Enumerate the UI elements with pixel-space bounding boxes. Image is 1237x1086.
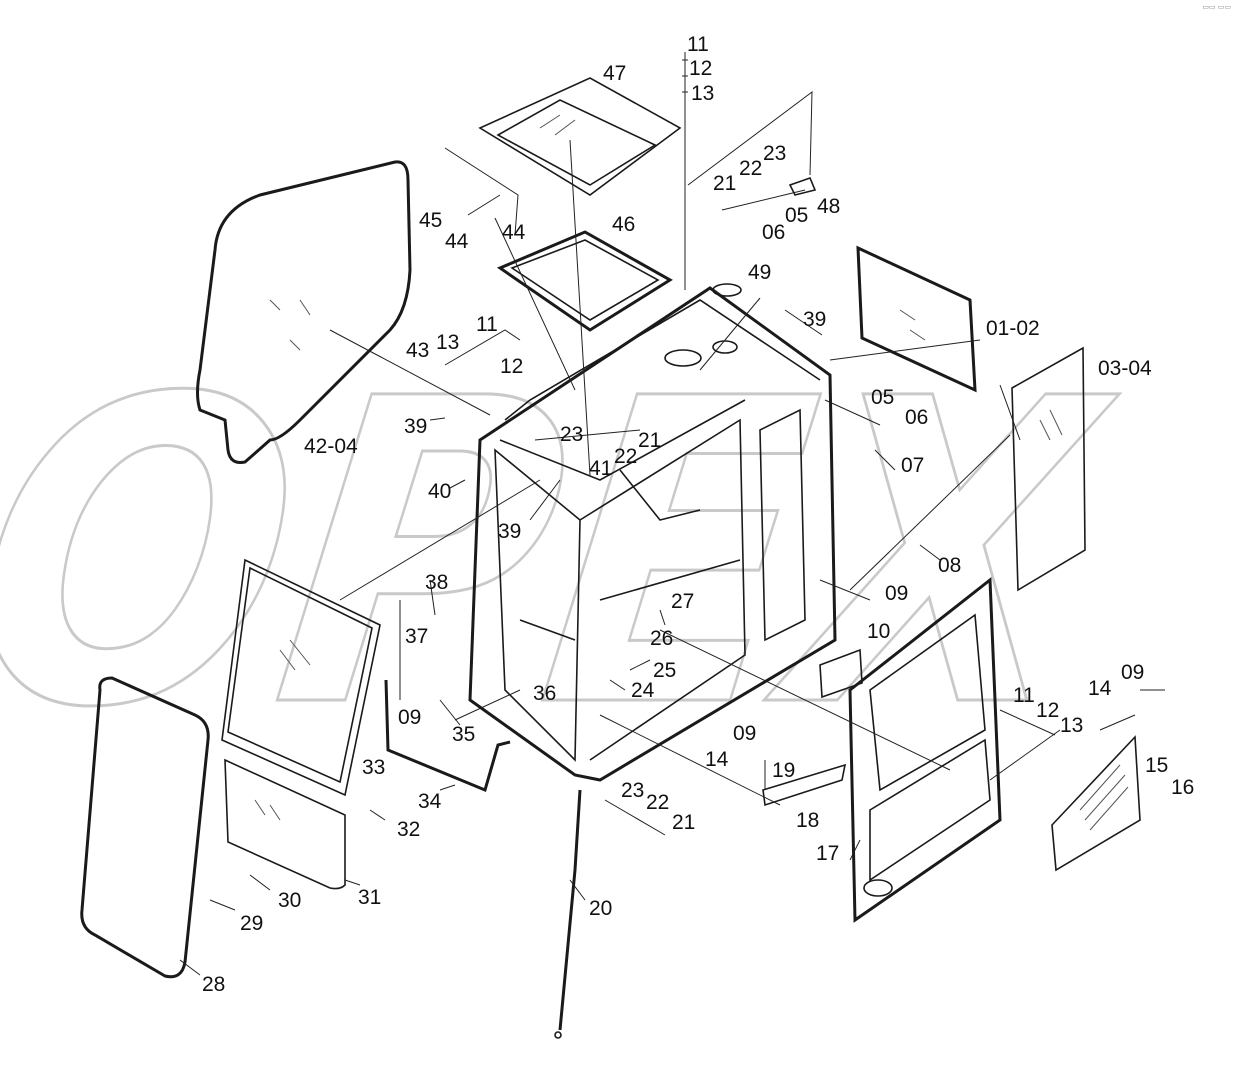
callout-label: 13	[691, 82, 714, 105]
part-rod-20	[554, 789, 582, 1039]
callout-label: 10	[867, 620, 890, 643]
callout-label: 22	[739, 157, 762, 180]
callout-label: 39	[404, 415, 427, 438]
corner-mark: ▭▭ ▭▭	[1202, 3, 1231, 11]
part-front-glass	[221, 558, 381, 797]
callout-label: 33	[362, 756, 385, 779]
callout-label: 01-02	[986, 317, 1040, 340]
callout-label: 15	[1145, 754, 1168, 777]
part-bracket-48	[788, 176, 817, 196]
part-right-glass-01	[856, 245, 977, 393]
part-rod-34	[384, 679, 511, 793]
part-seal-loop	[80, 676, 210, 979]
callout-label: 40	[428, 480, 451, 503]
callout-label: 32	[397, 818, 420, 841]
callout-label: 29	[240, 912, 263, 935]
callout-label: 21	[672, 811, 695, 834]
callout-label: 20	[589, 897, 612, 920]
callout-label: 07	[901, 454, 924, 477]
callout-label: 26	[650, 627, 673, 650]
callout-label: 23	[763, 142, 786, 165]
callout-label: 22	[646, 791, 669, 814]
callout-label: 06	[905, 406, 928, 429]
callout-label: 44	[445, 230, 469, 253]
callout-label: 21	[713, 172, 736, 195]
callout-label: 45	[419, 209, 442, 232]
callout-label: 28	[202, 973, 225, 996]
callout-label: 21	[638, 429, 661, 452]
callout-label: 46	[612, 213, 635, 236]
part-door	[848, 577, 1002, 923]
callout-label: 12	[689, 57, 712, 80]
part-left-glass	[196, 160, 412, 464]
callout-label: 11	[476, 313, 498, 336]
callout-label: 42-04	[304, 435, 358, 458]
part-cab-frame	[468, 283, 837, 782]
callout-label: 09	[398, 706, 421, 729]
callout-label: 12	[500, 355, 523, 378]
part-step-plate	[762, 763, 847, 807]
callout-label: 17	[816, 842, 839, 865]
part-rear-glass-03	[1011, 346, 1086, 592]
callout-label: 13	[436, 331, 459, 354]
callout-label: 49	[748, 261, 771, 284]
callout-label: 35	[452, 723, 475, 746]
callout-label: 39	[803, 308, 826, 331]
part-roof-glass	[478, 77, 682, 196]
callout-label: 09	[1121, 661, 1144, 684]
callout-label: 43	[406, 339, 429, 362]
callout-label: 05	[871, 386, 894, 409]
callout-label: 23	[621, 779, 644, 802]
callout-label: 19	[772, 759, 795, 782]
callout-label: 12	[1036, 699, 1059, 722]
part-lower-window	[224, 758, 346, 890]
callout-label: 03-04	[1098, 357, 1152, 380]
callout-label: 31	[358, 886, 381, 909]
callout-label: 24	[631, 679, 655, 702]
callout-label: 16	[1171, 776, 1194, 799]
callout-label: 39	[498, 520, 521, 543]
callout-label: 14	[705, 748, 729, 771]
callout-label: 14	[1088, 677, 1112, 700]
callout-label: 27	[671, 590, 694, 613]
callout-label: 30	[278, 889, 301, 912]
callout-label: 34	[418, 790, 442, 813]
watermark: OPEX	[0, 308, 1133, 801]
callout-label: 09	[885, 582, 908, 605]
callout-label: 37	[405, 625, 428, 648]
part-plate-10	[819, 648, 863, 699]
callout-label: 23	[560, 423, 583, 446]
callout-label: 09	[733, 722, 756, 745]
callout-label: 36	[533, 682, 556, 705]
part-door-glass	[1051, 735, 1141, 872]
callout-label: 47	[603, 62, 626, 85]
callout-label: 18	[796, 809, 819, 832]
watermark-text: OPEX	[0, 310, 1131, 800]
callout-label: 11	[687, 33, 709, 56]
callout-label: 05	[785, 204, 808, 227]
callout-label: 08	[938, 554, 961, 577]
callout-label: 13	[1060, 714, 1083, 737]
callout-label: 48	[817, 195, 840, 218]
callout-label: 38	[425, 571, 448, 594]
callout-labels: 47 11 12 13 22 23 21 48 05 06 45 44 44 4…	[202, 33, 1194, 996]
callout-label: 25	[653, 659, 676, 682]
leader-lines	[179, 52, 1165, 976]
callout-label: 41	[589, 457, 612, 480]
part-roof-seal	[496, 230, 673, 332]
callout-label: 11	[1013, 684, 1035, 707]
callout-label: 22	[614, 445, 637, 468]
callout-label: 44	[502, 221, 526, 244]
callout-label: 06	[762, 221, 785, 244]
